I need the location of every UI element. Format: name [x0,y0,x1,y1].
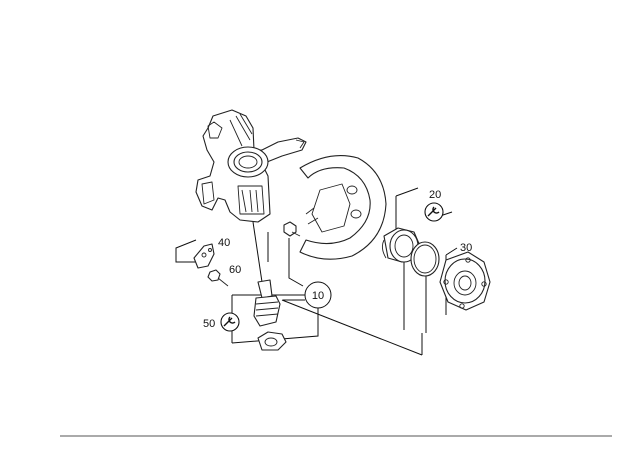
castle-nut [257,331,287,351]
callout-50: 50 [203,312,240,332]
steering-knuckle [195,109,307,223]
callout-20-label: 20 [429,189,441,201]
callout-60: 60 [229,264,241,276]
bracket-part-40 [193,243,215,269]
callout-50-label: 50 [203,318,215,330]
backing-plate-bolt [283,221,301,237]
callout-30: 30 [460,242,472,254]
callout-10: 10 [304,281,332,309]
brake-backing-plate [299,155,387,260]
callout-60-label: 60 [229,264,241,276]
callout-30-label: 30 [460,242,472,254]
bolt-part-60 [207,269,229,287]
callout-40: 40 [218,237,230,249]
wheel-hub [439,251,491,311]
callout-10-label: 10 [312,290,324,302]
snap-ring [410,241,440,277]
ball-joint [253,279,281,327]
wrench-icon [424,202,444,222]
leader-lines [175,187,458,356]
wrench-icon [220,312,240,332]
callout-40-label: 40 [218,237,230,249]
callout-20: 20 [424,189,444,222]
